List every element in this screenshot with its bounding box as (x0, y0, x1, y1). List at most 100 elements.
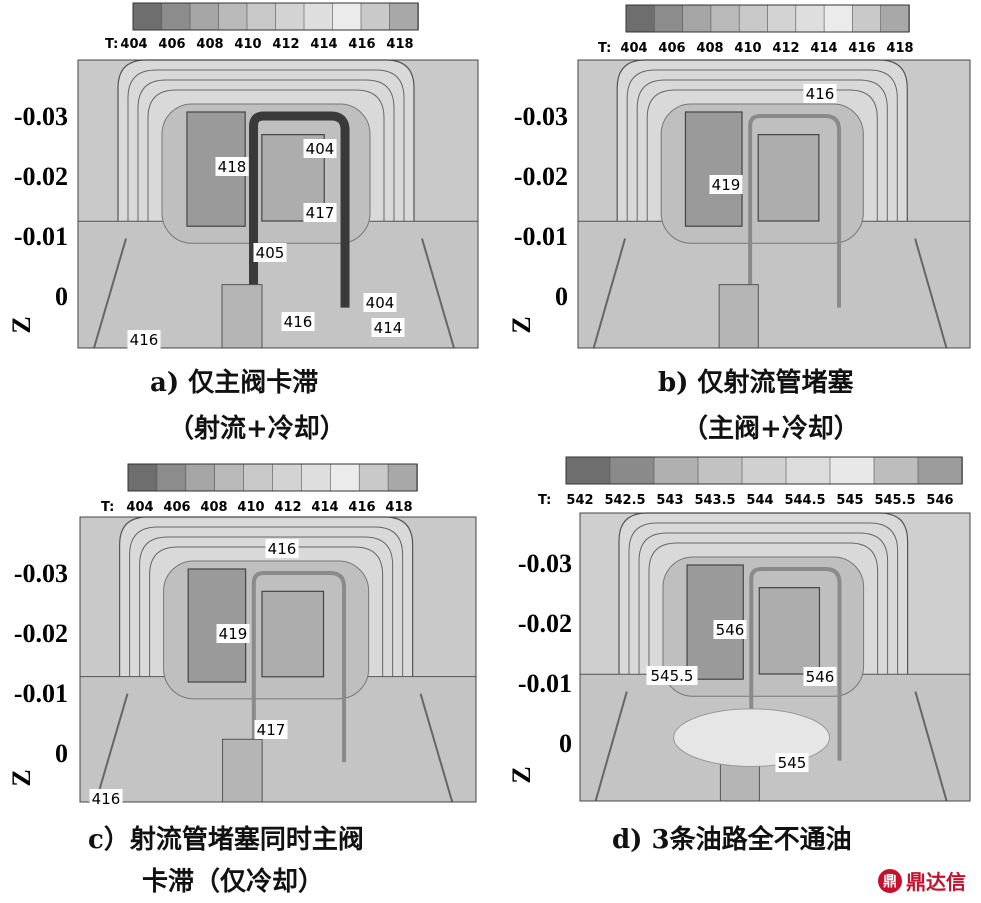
contour-label: 417 (257, 721, 286, 739)
legend-tick-label: 414 (310, 37, 337, 52)
legend-tick-label: 406 (658, 41, 685, 56)
contour-label-box (803, 84, 837, 103)
housing-wall (638, 532, 889, 692)
plot-field (577, 59, 971, 349)
housing-wall (648, 542, 879, 692)
caption-line-1: a) 仅主阀卡滞 (150, 368, 319, 398)
legend-tick-label: 408 (196, 37, 223, 52)
legend-tick-label: 412 (272, 37, 299, 52)
contour-label-box (253, 243, 287, 262)
side-channel-left (93, 238, 127, 349)
legend-swatch (738, 4, 769, 33)
caption-line-2: 卡滞（仅冷却） (142, 867, 325, 897)
legend-frame (127, 463, 418, 492)
legend-swatch (127, 463, 158, 492)
legend-tick-label: 404 (120, 37, 147, 52)
caption-line-2: （主阀+冷却） (682, 414, 860, 444)
contour-label: 417 (306, 204, 335, 222)
contour-label: 545 (778, 754, 807, 772)
housing-wall (127, 69, 405, 239)
legend-swatch (358, 463, 389, 492)
legend-swatch (156, 463, 187, 492)
contour-label: 416 (130, 331, 159, 349)
jet-pipe (748, 114, 842, 325)
legend-swatch (218, 2, 248, 31)
contour-label-box (303, 139, 337, 158)
contour-label-box (775, 753, 809, 772)
watermark-logo-icon: 鼎 (878, 868, 902, 893)
legend-tick-label: 412 (274, 500, 301, 515)
caption-line-1: b) 仅射流管堵塞 (658, 368, 854, 398)
plot-field (579, 512, 971, 802)
legend-frame (132, 2, 419, 31)
contour-label-box (803, 667, 837, 686)
side-channel-left (94, 693, 129, 803)
legend-swatch (185, 463, 216, 492)
legend-frame (625, 4, 910, 33)
contour-label: 419 (219, 625, 248, 643)
watermark-text: 鼎达信 (906, 870, 966, 894)
legend-tick-label: 416 (348, 500, 375, 515)
side-channel-right (419, 693, 454, 803)
legend-tick-label: 406 (163, 500, 190, 515)
y-axis-title: Z (507, 316, 536, 333)
housing-wall (628, 522, 899, 692)
legend-swatch (829, 456, 875, 485)
side-channel-left (592, 238, 627, 349)
housing-wall (129, 526, 404, 694)
housing-wall (646, 89, 878, 239)
contour-label-box (709, 175, 743, 194)
stem (718, 284, 759, 349)
legend-tick-label: 408 (200, 500, 227, 515)
y-tick-label: -0.03 (14, 559, 68, 588)
field-frame (579, 512, 971, 802)
housing-wall (137, 79, 395, 239)
caption-line-1: c）射流管堵塞同时主阀 (88, 825, 364, 855)
contour-label: 416 (806, 85, 835, 103)
y-tick-label: -0.01 (14, 679, 68, 708)
legend-swatch (682, 4, 712, 33)
legend-tick-label: 412 (772, 41, 799, 56)
spool-block-left (684, 111, 743, 227)
legend-swatch (389, 2, 419, 31)
side-channel-left (594, 691, 628, 802)
legend-swatch (301, 463, 332, 492)
legend-swatch (710, 4, 740, 33)
contour-label: 416 (268, 540, 297, 558)
contour-label: 416 (92, 790, 121, 808)
legend-prefix: T: (105, 37, 118, 52)
field-frame (79, 516, 477, 803)
jet-pipe (249, 111, 350, 325)
side-channel-right (421, 238, 455, 349)
y-tick-label: -0.01 (518, 669, 572, 698)
y-tick-label: -0.03 (518, 549, 572, 578)
contour-label: 416 (284, 313, 313, 331)
legend-tick-label: 542 (566, 493, 593, 508)
jet-pipe (251, 571, 347, 780)
legend-swatch (852, 4, 882, 33)
stem (222, 738, 263, 803)
legend-swatch (387, 463, 418, 492)
legend-swatch (132, 2, 163, 31)
legend-tick-label: 418 (385, 500, 412, 515)
legend-swatch (609, 456, 655, 485)
plot-field (79, 516, 477, 803)
contour-label-box (646, 666, 698, 685)
housing-wall (147, 89, 385, 239)
legend-tick-label: 543 (656, 493, 683, 508)
legend-prefix: T: (101, 500, 114, 515)
contour-label-box (216, 624, 250, 643)
plot-field (77, 59, 479, 349)
y-tick-label: -0.03 (14, 102, 68, 131)
